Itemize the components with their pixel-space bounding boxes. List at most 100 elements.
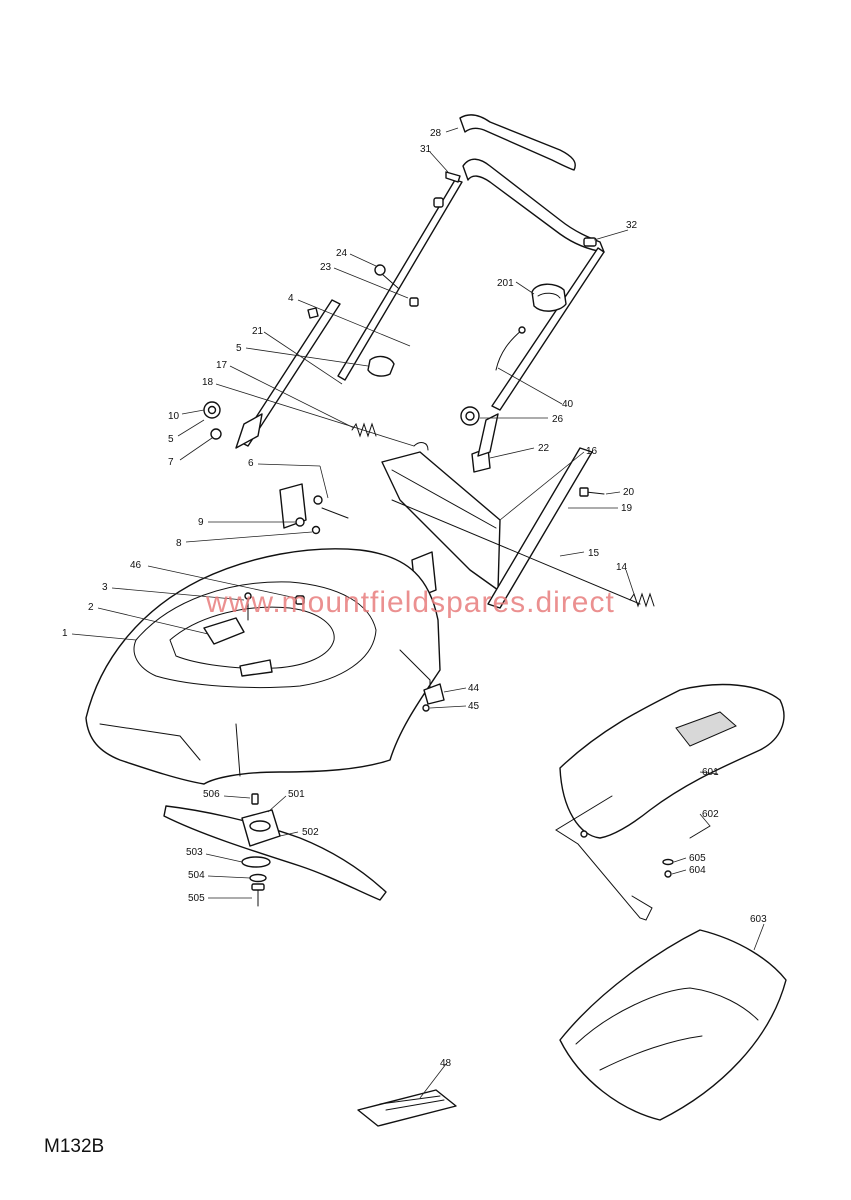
callout-4[interactable]: 4 xyxy=(288,293,411,347)
washer-504[interactable] xyxy=(249,873,267,883)
bolt-8[interactable] xyxy=(311,525,321,535)
lower-handle-left-21[interactable] xyxy=(235,299,341,449)
callout-5a[interactable]: 5 xyxy=(236,343,369,367)
clip-18[interactable] xyxy=(413,442,429,451)
callout-40[interactable]: 40 xyxy=(497,367,574,410)
callout-604[interactable]: 604 xyxy=(671,865,706,876)
callout-506[interactable]: 506 xyxy=(203,789,251,800)
callout-48[interactable]: 48 xyxy=(419,1058,452,1099)
callout-201[interactable]: 201 xyxy=(497,278,535,295)
callout-14[interactable]: 14 xyxy=(616,562,637,601)
callout-28[interactable]: 28 xyxy=(430,127,459,139)
spacer-4[interactable] xyxy=(307,307,319,319)
callout-label: 4 xyxy=(288,293,294,304)
callout-19[interactable]: 19 xyxy=(568,503,633,514)
callout-label: 22 xyxy=(538,443,550,454)
callout-18[interactable]: 18 xyxy=(202,377,415,447)
callout-label: 5 xyxy=(168,434,174,445)
knob-10[interactable] xyxy=(203,401,221,419)
grass-box-clip-602[interactable] xyxy=(689,825,711,839)
callout-32[interactable]: 32 xyxy=(593,220,638,241)
callout-20[interactable]: 20 xyxy=(605,487,635,498)
callout-2[interactable]: 2 xyxy=(88,602,209,635)
callout-46[interactable]: 46 xyxy=(130,560,297,599)
callout-23[interactable]: 23 xyxy=(320,262,409,299)
callout-label: 506 xyxy=(203,789,220,800)
callout-label: 20 xyxy=(623,487,635,498)
engine-control-lever-201[interactable] xyxy=(531,283,567,312)
callout-31[interactable]: 31 xyxy=(420,144,449,173)
callout-6[interactable]: 6 xyxy=(248,458,329,499)
spacer-503[interactable] xyxy=(241,856,271,868)
key-506[interactable] xyxy=(251,793,259,805)
bolt-20[interactable] xyxy=(579,487,605,497)
fastener-kit-48[interactable] xyxy=(357,1089,457,1127)
blade-bolt-505[interactable] xyxy=(251,883,265,907)
callout-21[interactable]: 21 xyxy=(252,326,343,385)
callout-16[interactable]: 16 xyxy=(499,446,598,521)
handle-grip-28[interactable] xyxy=(459,114,576,171)
callout-label: 6 xyxy=(248,458,254,469)
cable-clip-31[interactable] xyxy=(445,171,461,183)
callout-45[interactable]: 45 xyxy=(429,701,480,712)
knob-nut-26[interactable] xyxy=(460,406,480,426)
grass-box-frame-601[interactable] xyxy=(555,795,653,921)
washer-9[interactable] xyxy=(295,517,305,527)
bolt-3[interactable] xyxy=(244,592,252,621)
callout-label: 18 xyxy=(202,377,214,388)
callout-label: 1 xyxy=(62,628,68,639)
grass-box-bag-603[interactable] xyxy=(559,929,787,1121)
callout-label: 19 xyxy=(621,503,633,514)
handle-knob-5[interactable] xyxy=(367,355,395,377)
callout-15[interactable]: 15 xyxy=(559,548,600,559)
washer-605[interactable] xyxy=(662,858,674,866)
callout-503[interactable]: 503 xyxy=(186,847,243,863)
callout-3[interactable]: 3 xyxy=(102,582,245,601)
screw-604[interactable] xyxy=(664,870,672,878)
grass-box-lid[interactable] xyxy=(559,683,785,839)
callout-label: 26 xyxy=(552,414,564,425)
handle-mount-plate-left[interactable] xyxy=(279,483,307,529)
callout-44[interactable]: 44 xyxy=(443,683,480,694)
bolt-6[interactable] xyxy=(313,495,349,519)
spring-17[interactable] xyxy=(351,422,377,438)
callout-10[interactable]: 10 xyxy=(168,409,205,422)
callout-504[interactable]: 504 xyxy=(188,870,251,881)
handle-bushing-22[interactable] xyxy=(471,413,499,473)
callout-602[interactable]: 602 xyxy=(699,809,719,827)
callout-label: 504 xyxy=(188,870,205,881)
upper-handle[interactable] xyxy=(337,158,605,411)
bolt-24[interactable] xyxy=(374,264,399,289)
callout-5b[interactable]: 5 xyxy=(168,419,205,445)
callout-603[interactable]: 603 xyxy=(750,914,767,951)
callout-22[interactable]: 22 xyxy=(489,443,550,459)
handle-bracket-right-19[interactable] xyxy=(487,447,593,609)
callout-label: 10 xyxy=(168,411,180,422)
callout-24[interactable]: 24 xyxy=(336,248,377,267)
rear-axle-rod-15[interactable] xyxy=(391,499,641,605)
spring-14[interactable] xyxy=(629,592,655,608)
callout-9[interactable]: 9 xyxy=(198,517,296,528)
blade-carrier-plate-2[interactable] xyxy=(203,617,273,677)
washer-7[interactable] xyxy=(210,428,222,440)
bracket-44[interactable] xyxy=(423,683,445,705)
callout-501[interactable]: 501 xyxy=(267,789,305,813)
callout-7[interactable]: 7 xyxy=(168,437,213,468)
callout-1[interactable]: 1 xyxy=(62,628,137,641)
callout-502[interactable]: 502 xyxy=(279,827,319,838)
nut-23[interactable] xyxy=(409,297,419,307)
callout-label: 5 xyxy=(236,343,242,354)
clip-32[interactable] xyxy=(583,237,597,247)
callout-505[interactable]: 505 xyxy=(188,893,252,904)
callout-label: 503 xyxy=(186,847,203,858)
callout-8[interactable]: 8 xyxy=(176,531,313,549)
blade-boss-501[interactable] xyxy=(241,809,281,847)
nut-46[interactable] xyxy=(295,595,305,605)
control-cable-40[interactable] xyxy=(495,326,526,371)
callout-601[interactable]: 601 xyxy=(699,767,719,778)
screw-45[interactable] xyxy=(422,704,430,712)
callout-605[interactable]: 605 xyxy=(673,853,706,864)
callout-26[interactable]: 26 xyxy=(480,414,564,425)
callout-17[interactable]: 17 xyxy=(216,360,355,429)
